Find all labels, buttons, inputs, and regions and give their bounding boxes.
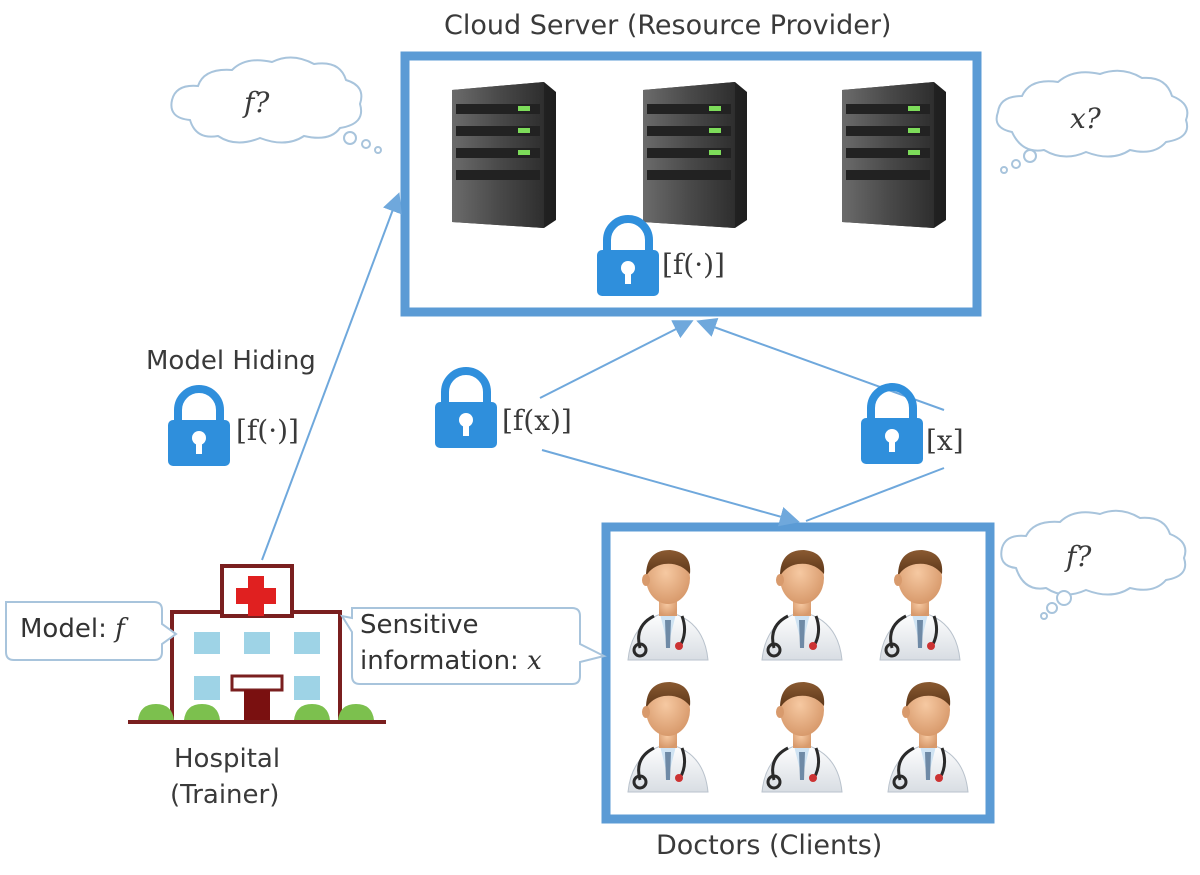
model-callout-prefix: Model:: [20, 614, 116, 644]
doctors-panel: [601, 522, 995, 824]
thought-cloud-left: [170, 56, 382, 154]
server-icon: [452, 82, 556, 228]
sensitive-info-callout: [339, 607, 607, 685]
cloud-server-title: Cloud Server (Resource Provider): [444, 10, 892, 41]
flow-arrows: [261, 192, 945, 561]
sensitive-callout-var: x: [527, 646, 542, 676]
thought-doctors-text: f?: [1066, 540, 1092, 573]
cloud-to-doctors-arrow: [541, 449, 800, 527]
cloud-server-panel: [400, 51, 982, 317]
thought-right-text: x?: [1070, 102, 1101, 135]
sensitive-callout-line2: information: x: [360, 646, 542, 676]
thought-cloud-right: [995, 69, 1189, 174]
thought-left-text: f?: [244, 86, 270, 119]
model-callout-text: Model: f: [20, 614, 125, 644]
server-icon: [643, 82, 747, 228]
encrypted-result-label: [f(x)]: [502, 404, 572, 437]
model-callout-var: f: [115, 614, 125, 644]
input-to-cloud-arrow: [696, 318, 945, 411]
lock-icon: [435, 371, 497, 448]
server-icon: [842, 82, 946, 228]
thought-cloud-doctors: [1000, 509, 1187, 620]
hospital-name: Hospital: [174, 744, 281, 774]
model-hiding-lock-label: [f(·)]: [236, 414, 299, 447]
result-to-cloud-arrow: [539, 320, 694, 399]
hospital-role: (Trainer): [170, 780, 280, 810]
sensitive-callout-line1: Sensitive: [360, 610, 479, 640]
cloud-lock-label: [f(·)]: [662, 248, 725, 281]
doctors-title: Doctors (Clients): [656, 830, 883, 861]
sensitive-callout-prefix: information:: [360, 646, 528, 676]
lock-icon: [168, 389, 230, 466]
model-hiding-title: Model Hiding: [146, 346, 316, 376]
doctors-to-input-line: [805, 467, 945, 522]
hospital-building-icon: [128, 564, 386, 724]
encrypted-input-label: [x]: [926, 424, 964, 457]
model-callout: [5, 601, 178, 661]
lock-icon: [861, 387, 923, 464]
hospital-to-cloud-arrow: [261, 192, 402, 561]
